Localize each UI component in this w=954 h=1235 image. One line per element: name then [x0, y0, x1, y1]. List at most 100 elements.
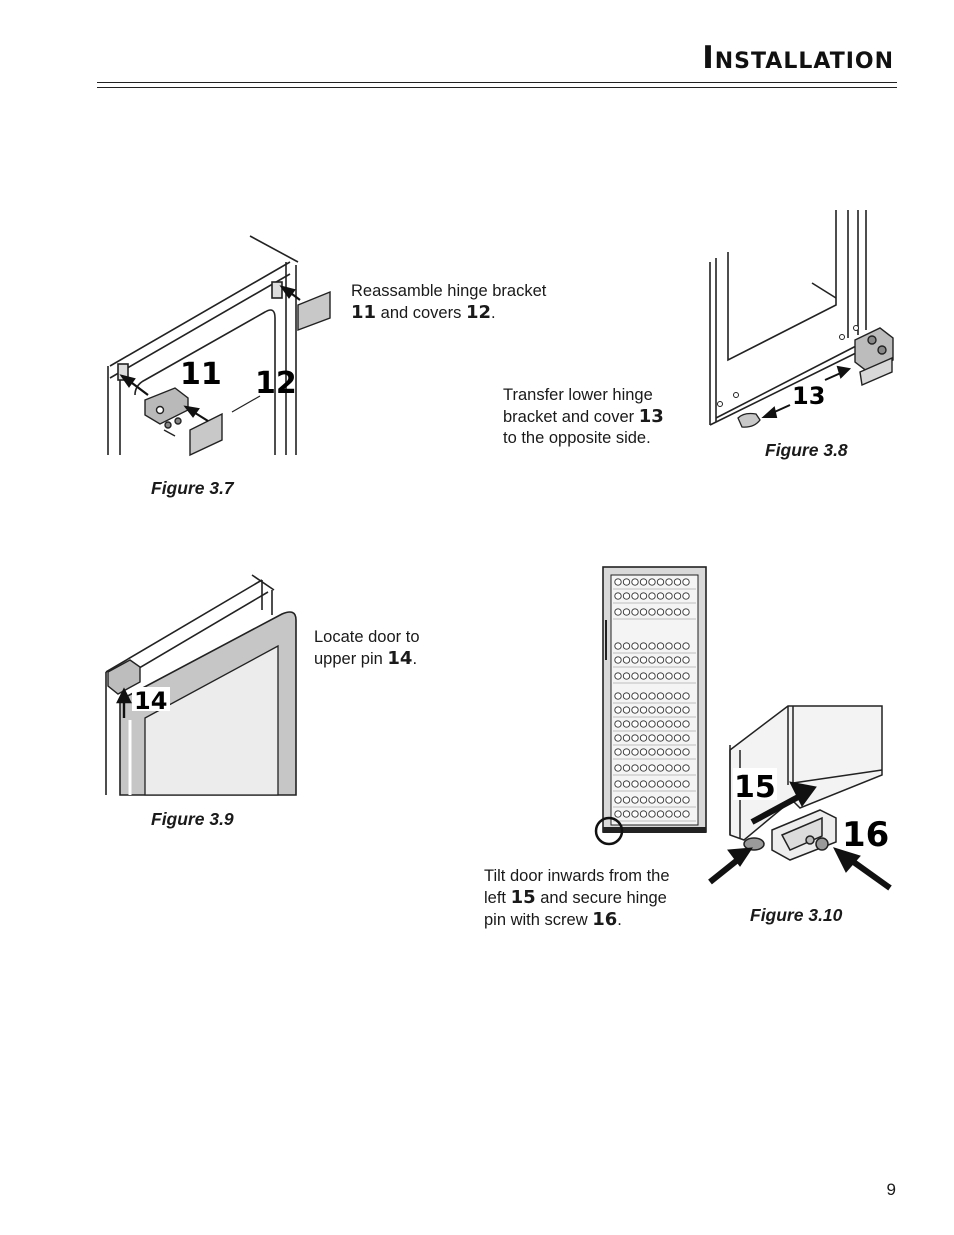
bottle	[622, 796, 631, 804]
bottle	[682, 764, 690, 772]
bottle	[639, 656, 648, 664]
bottle	[614, 672, 622, 680]
bottle	[682, 734, 690, 742]
bottle	[631, 748, 639, 756]
bottle	[622, 764, 631, 772]
bottle	[614, 796, 622, 804]
bottle	[665, 706, 673, 714]
bottle	[673, 720, 682, 728]
bottle	[682, 692, 690, 700]
label-13: 13	[792, 382, 825, 410]
bottle	[614, 810, 622, 818]
label-16: 16	[842, 815, 889, 855]
bottle	[665, 764, 673, 772]
bottle	[682, 656, 690, 664]
figure-3-9-caption: Figure 3.9	[151, 809, 234, 829]
bottle	[656, 578, 665, 586]
bottle	[622, 810, 631, 818]
bottle	[622, 780, 631, 788]
label-12: 12	[255, 366, 297, 401]
bottle	[639, 764, 648, 772]
bottle	[622, 578, 631, 586]
figure-3-7-text-mid: and covers	[376, 304, 466, 322]
bottle	[622, 608, 631, 616]
figure-3-10-text-line2-a: left	[484, 889, 511, 907]
bottle	[622, 692, 631, 700]
bottle	[673, 780, 682, 788]
bottle	[656, 796, 665, 804]
figure-3-7-caption: Figure 3.7	[151, 478, 234, 498]
bottle	[639, 672, 648, 680]
bottle	[614, 692, 622, 700]
bottle	[631, 592, 639, 600]
figure-3-9-text-line2-a: upper pin	[314, 650, 388, 668]
page-title: Installation	[702, 40, 894, 76]
bottle	[682, 578, 690, 586]
bottle	[665, 608, 673, 616]
bottle	[673, 734, 682, 742]
bottle	[673, 748, 682, 756]
figure-3-9-text-line1: Locate door to	[314, 628, 420, 646]
bottle	[614, 578, 622, 586]
bottle	[665, 692, 673, 700]
bottle	[656, 592, 665, 600]
bottle	[614, 656, 622, 664]
bottle	[656, 734, 665, 742]
bottle	[682, 796, 690, 804]
bottle	[622, 706, 631, 714]
bottle	[648, 706, 656, 714]
bottle	[631, 780, 639, 788]
bottle	[631, 692, 639, 700]
ref-14: 14	[387, 648, 413, 669]
bottle	[673, 642, 682, 650]
bottle	[639, 748, 648, 756]
bottle	[648, 592, 656, 600]
bottle	[665, 796, 673, 804]
bottle	[631, 734, 639, 742]
figure-3-10-text-end: .	[617, 911, 622, 929]
bottle	[673, 592, 682, 600]
ref-15: 15	[510, 887, 536, 908]
bottle	[665, 780, 673, 788]
bottle	[639, 706, 648, 714]
bottle	[648, 642, 656, 650]
bottle	[631, 672, 639, 680]
figure-3-7-text-line2: 11 and covers 12.	[351, 302, 546, 324]
bottle	[631, 706, 639, 714]
header-rule-top	[97, 82, 897, 83]
figure-3-10-text-line1: Tilt door inwards from the	[484, 867, 670, 885]
label-11: 11	[180, 357, 222, 392]
bottle	[682, 642, 690, 650]
bottle	[639, 608, 648, 616]
bottle	[614, 780, 622, 788]
figure-3-9-text-line2: upper pin 14.	[314, 648, 420, 670]
header-rule-bottom	[97, 87, 897, 88]
figure-3-8-text-line1: Transfer lower hinge	[503, 386, 653, 404]
bottle	[648, 734, 656, 742]
bottle	[631, 656, 639, 664]
bottle	[656, 720, 665, 728]
bottle	[682, 608, 690, 616]
bottle	[673, 578, 682, 586]
figure-3-10-text: Tilt door inwards from the left 15 and s…	[484, 866, 670, 931]
bottle	[682, 672, 690, 680]
bottle	[614, 764, 622, 772]
bottle	[665, 734, 673, 742]
bottle	[673, 810, 682, 818]
bottle	[656, 672, 665, 680]
bottle	[648, 810, 656, 818]
figure-3-10-text-line3: pin with screw 16.	[484, 909, 670, 931]
bottle	[656, 692, 665, 700]
bottle	[656, 608, 665, 616]
ref-12: 12	[465, 302, 492, 323]
bottle	[665, 672, 673, 680]
bottle	[648, 608, 656, 616]
bottle	[622, 748, 631, 756]
bottle	[665, 810, 673, 818]
bottle	[622, 642, 631, 650]
figure-3-7-text-end: .	[491, 304, 496, 322]
ref-13: 13	[638, 406, 664, 427]
bottle	[614, 642, 622, 650]
figure-3-8-text: Transfer lower hinge bracket and cover 1…	[503, 385, 664, 449]
